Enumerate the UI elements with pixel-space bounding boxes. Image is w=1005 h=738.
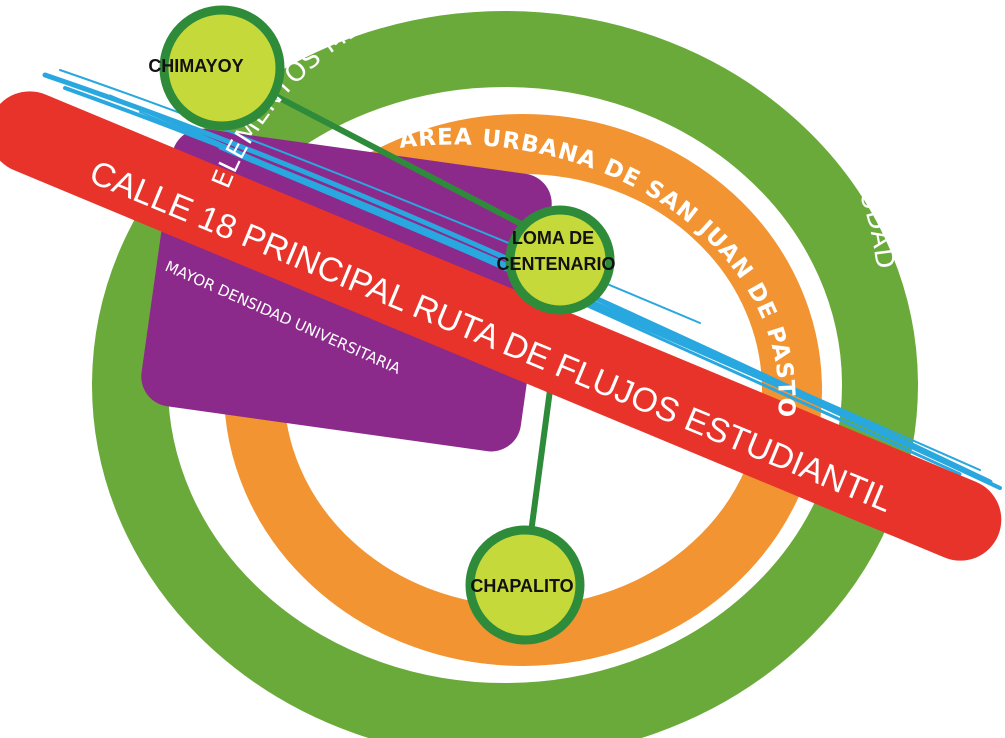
node-chimayoy-label: CHIMAYOY (148, 56, 243, 76)
node-chimayoy: CHIMAYOY (148, 5, 285, 131)
node-chapalito: CHAPALITO (465, 525, 585, 645)
node-loma-de-centenario: LOMA DE CENTENARIO (496, 205, 616, 315)
main-road (0, 91, 1002, 561)
node-loma-label-line2: CENTENARIO (496, 254, 615, 274)
node-loma-label-line1: LOMA DE (512, 228, 594, 248)
node-chapalito-label: CHAPALITO (470, 576, 573, 596)
outer-ring (92, 11, 918, 738)
